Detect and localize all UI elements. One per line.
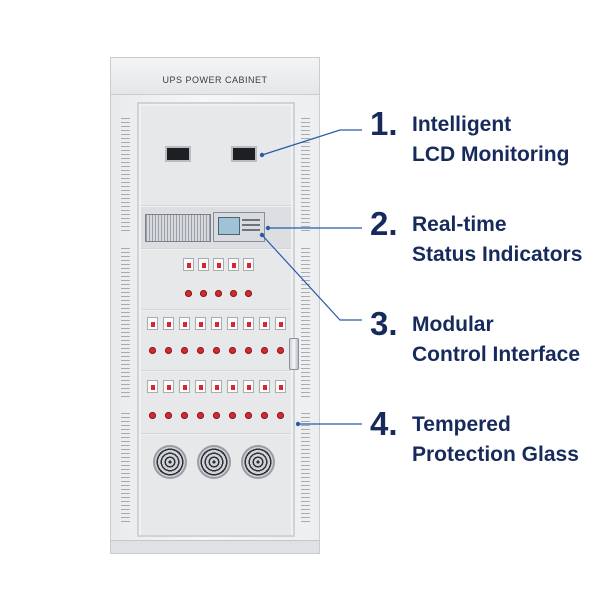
left-vent-icon	[121, 248, 130, 398]
breaker-icon[interactable]	[198, 258, 209, 271]
breaker-icon[interactable]	[227, 380, 238, 393]
leader-dot-2	[265, 225, 271, 231]
knob-icon	[181, 347, 188, 354]
knob-icon	[245, 290, 252, 297]
breaker-icon[interactable]	[211, 380, 222, 393]
breaker-icon[interactable]	[243, 317, 254, 330]
breaker-icon[interactable]	[179, 317, 190, 330]
leader-line-3	[261, 234, 362, 321]
knob-icon	[149, 412, 156, 419]
breaker-icon[interactable]	[227, 317, 238, 330]
knob-icon	[197, 347, 204, 354]
control-lcd-screen	[218, 217, 240, 235]
door-handle-icon[interactable]	[289, 338, 299, 370]
breaker-icon[interactable]	[275, 380, 286, 393]
knob-icon	[229, 412, 236, 419]
knob-icon	[181, 412, 188, 419]
control-keypad[interactable]	[242, 219, 260, 233]
knob-icon	[229, 347, 236, 354]
knob-icon	[230, 290, 237, 297]
left-vent-icon	[121, 118, 130, 233]
knob-icon	[197, 412, 204, 419]
right-vent-icon	[301, 413, 310, 523]
knob-icon	[261, 347, 268, 354]
breaker-icon[interactable]	[228, 258, 239, 271]
breaker-icon[interactable]	[195, 317, 206, 330]
cabinet-title: UPS POWER CABINET	[162, 75, 268, 85]
fan-icon	[153, 445, 187, 479]
tempered-glass-door	[137, 102, 295, 537]
breaker-panel-mid	[141, 311, 291, 371]
left-vent-icon	[121, 413, 130, 523]
knob-icon	[165, 347, 172, 354]
knob-icon	[185, 290, 192, 297]
breaker-icon[interactable]	[243, 258, 254, 271]
breaker-icon[interactable]	[163, 317, 174, 330]
knob-icon	[200, 290, 207, 297]
cabinet-base	[111, 540, 319, 553]
leader-dot-3	[259, 232, 265, 238]
callout-number: 1.	[370, 105, 398, 142]
lcd-meter-left	[165, 146, 191, 162]
breaker-panel-top	[141, 250, 291, 310]
callout-number: 4.	[370, 405, 398, 442]
breaker-icon[interactable]	[259, 317, 270, 330]
callout-number: 2.	[370, 205, 398, 242]
lcd-meter-right	[231, 146, 257, 162]
knob-icon	[245, 412, 252, 419]
knob-icon	[245, 347, 252, 354]
knob-icon	[261, 412, 268, 419]
fan-panel	[141, 435, 291, 535]
knob-icon	[277, 412, 284, 419]
callout-title: Real-time	[412, 213, 507, 236]
breaker-icon[interactable]	[147, 380, 158, 393]
meter-panel	[141, 106, 291, 206]
right-vent-icon	[301, 118, 310, 233]
fan-icon	[197, 445, 231, 479]
breaker-icon[interactable]	[195, 380, 206, 393]
breaker-icon[interactable]	[163, 380, 174, 393]
knob-icon	[215, 290, 222, 297]
callout-subtitle: Protection Glass	[412, 443, 579, 466]
knob-icon	[149, 347, 156, 354]
breaker-icon[interactable]	[179, 380, 190, 393]
leader-line-1	[261, 129, 362, 156]
leader-dot-1	[259, 152, 265, 158]
breaker-panel-low	[141, 372, 291, 434]
callout-subtitle: LCD Monitoring	[412, 143, 570, 166]
callout-title: Modular	[412, 313, 494, 336]
ups-cabinet: UPS POWER CABINET	[110, 57, 320, 554]
cabinet-header: UPS POWER CABINET	[111, 58, 319, 95]
knob-icon	[165, 412, 172, 419]
callout-subtitle: Status Indicators	[412, 243, 583, 266]
breaker-icon[interactable]	[183, 258, 194, 271]
callout-title: Intelligent	[412, 113, 512, 136]
knob-icon	[277, 347, 284, 354]
rectifier-module	[145, 214, 211, 242]
breaker-icon[interactable]	[211, 317, 222, 330]
breaker-icon[interactable]	[275, 317, 286, 330]
breaker-icon[interactable]	[259, 380, 270, 393]
callout-title: Tempered	[412, 413, 511, 436]
breaker-icon[interactable]	[243, 380, 254, 393]
leader-dot-4	[295, 421, 301, 427]
right-vent-icon	[301, 248, 310, 398]
breaker-icon[interactable]	[213, 258, 224, 271]
callout-number: 3.	[370, 305, 398, 342]
callout-subtitle: Control Interface	[412, 343, 581, 366]
knob-icon	[213, 347, 220, 354]
knob-icon	[213, 412, 220, 419]
control-module[interactable]	[213, 212, 265, 242]
breaker-icon[interactable]	[147, 317, 158, 330]
fan-icon	[241, 445, 275, 479]
